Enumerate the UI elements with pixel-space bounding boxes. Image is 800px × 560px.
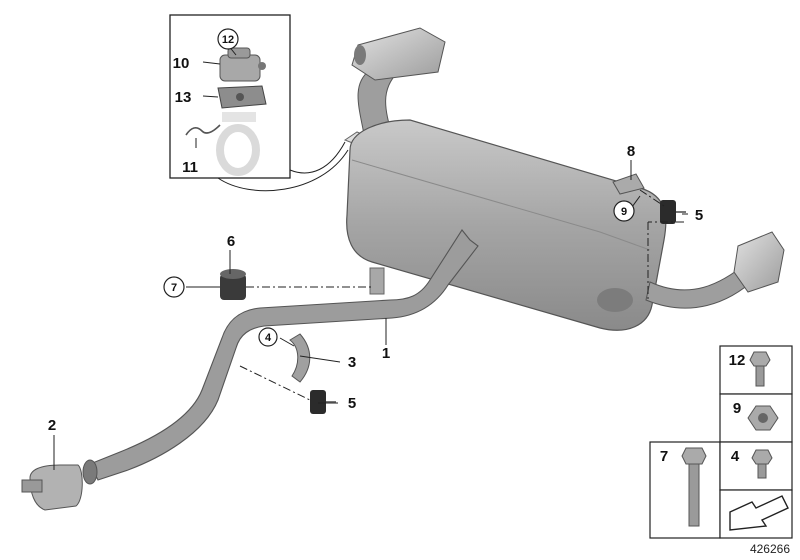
short-bolt-icon <box>751 449 773 479</box>
callout-12-inset: 12 <box>222 34 234 46</box>
ghost-clamp <box>216 112 260 176</box>
legend-label-4: 4 <box>731 448 740 465</box>
callout-9: 9 <box>621 206 627 218</box>
inset-detail-box: 12 10 13 11 <box>169 14 349 192</box>
document-number: 426266 <box>750 542 790 556</box>
right-tailpipe <box>645 231 785 309</box>
legend-label-9: 9 <box>733 400 741 417</box>
legend-label-12: 12 <box>729 352 746 369</box>
hardware-legend: 12 9 7 4 <box>649 345 793 539</box>
front-pipe <box>82 229 479 485</box>
actuator-bracket <box>217 85 267 109</box>
callout-8: 8 <box>627 143 635 160</box>
hanger-bracket <box>289 333 311 383</box>
callout-5-upper: 5 <box>695 207 703 224</box>
rear-muffler <box>346 119 667 331</box>
flange-bolt-icon <box>749 351 771 387</box>
callout-13: 13 <box>175 89 192 106</box>
callout-7: 7 <box>171 282 177 294</box>
direction-arrow-icon <box>729 495 789 531</box>
callout-3: 3 <box>348 354 356 371</box>
leader-lines <box>53 160 688 470</box>
upper-tailpipe-tip <box>351 27 446 81</box>
rubber-bushing <box>220 269 246 300</box>
rubber-mount-lower <box>310 390 336 414</box>
assembly-lines <box>239 189 684 401</box>
long-bolt-icon <box>681 447 707 527</box>
callout-6: 6 <box>227 233 235 250</box>
callout-2: 2 <box>48 417 56 434</box>
callout-5-lower: 5 <box>348 395 356 412</box>
legend-label-7: 7 <box>660 448 668 465</box>
right-tailpipe-tip <box>733 231 785 293</box>
pipe-clamp <box>21 464 83 511</box>
flap-actuator <box>219 47 266 82</box>
hex-nut-icon <box>747 405 779 431</box>
callout-10: 10 <box>173 55 190 72</box>
spring-clip <box>185 124 221 136</box>
callout-11: 11 <box>182 159 198 176</box>
callout-1: 1 <box>382 345 390 362</box>
callout-4: 4 <box>265 332 272 344</box>
